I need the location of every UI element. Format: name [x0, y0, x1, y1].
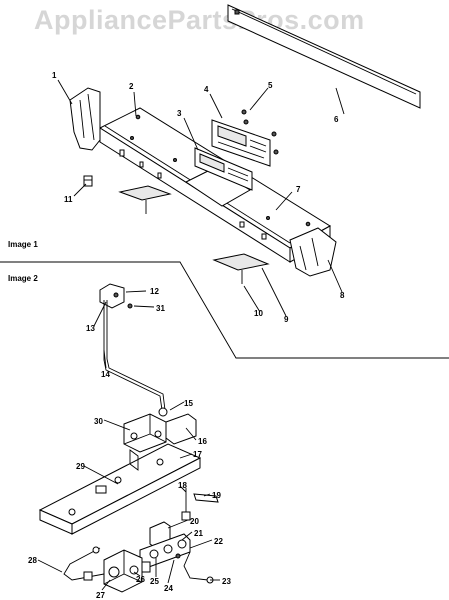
callout-21: 21	[194, 529, 203, 538]
callout-27: 27	[96, 591, 105, 600]
right-end-cap-part	[289, 227, 337, 277]
section-divider	[0, 261, 449, 359]
trim-strip-part	[227, 4, 421, 109]
callout-8: 8	[340, 291, 345, 300]
rod-part	[181, 488, 191, 521]
callout-9: 9	[284, 315, 289, 324]
callout-18: 18	[178, 481, 187, 490]
callout-1: 1	[52, 71, 57, 80]
callout-10: 10	[254, 309, 263, 318]
callout-28: 28	[28, 556, 37, 565]
callout-14: 14	[101, 370, 110, 379]
callout-5: 5	[268, 81, 273, 90]
callout-15: 15	[184, 399, 193, 408]
watermark: AppliancePartsPros.com	[34, 5, 365, 35]
screws-part	[135, 109, 311, 227]
callout-6: 6	[334, 115, 339, 124]
callout-17: 17	[193, 450, 202, 459]
callout-11: 11	[64, 195, 73, 204]
spring-clip-part	[193, 493, 219, 503]
control-board-part	[194, 147, 253, 191]
callout-19: 19	[212, 491, 221, 500]
callout-29: 29	[76, 462, 85, 471]
callout-20: 20	[190, 517, 199, 526]
callout-25: 25	[150, 577, 159, 586]
pad-part	[118, 185, 270, 284]
callout-2: 2	[129, 82, 134, 91]
elbow-tube-part	[183, 551, 214, 584]
control-panel-part	[98, 107, 331, 263]
callout-26: 26	[136, 575, 145, 584]
callout-3: 3	[177, 109, 182, 118]
callout-16: 16	[198, 437, 207, 446]
callout-12: 12	[150, 287, 159, 296]
image1-label: Image 1	[8, 240, 38, 249]
callout-24: 24	[164, 584, 173, 593]
callout-31: 31	[156, 304, 165, 313]
mounting-plate-part	[38, 443, 202, 535]
image2-label: Image 2	[8, 274, 38, 283]
callout-7: 7	[296, 185, 301, 194]
control-display-part	[211, 119, 271, 167]
regulator-part	[103, 549, 151, 593]
callout-22: 22	[214, 537, 223, 546]
callout-4: 4	[204, 85, 209, 94]
leader-lines	[37, 79, 345, 591]
clip-part	[83, 175, 93, 187]
supply-tube-part	[63, 546, 105, 581]
left-end-cap-part	[69, 87, 101, 151]
valve-body-part	[123, 413, 197, 453]
callout-23: 23	[222, 577, 231, 586]
callout-13: 13	[86, 324, 95, 333]
callout-30: 30	[94, 417, 103, 426]
gas-tube-part	[103, 300, 168, 417]
